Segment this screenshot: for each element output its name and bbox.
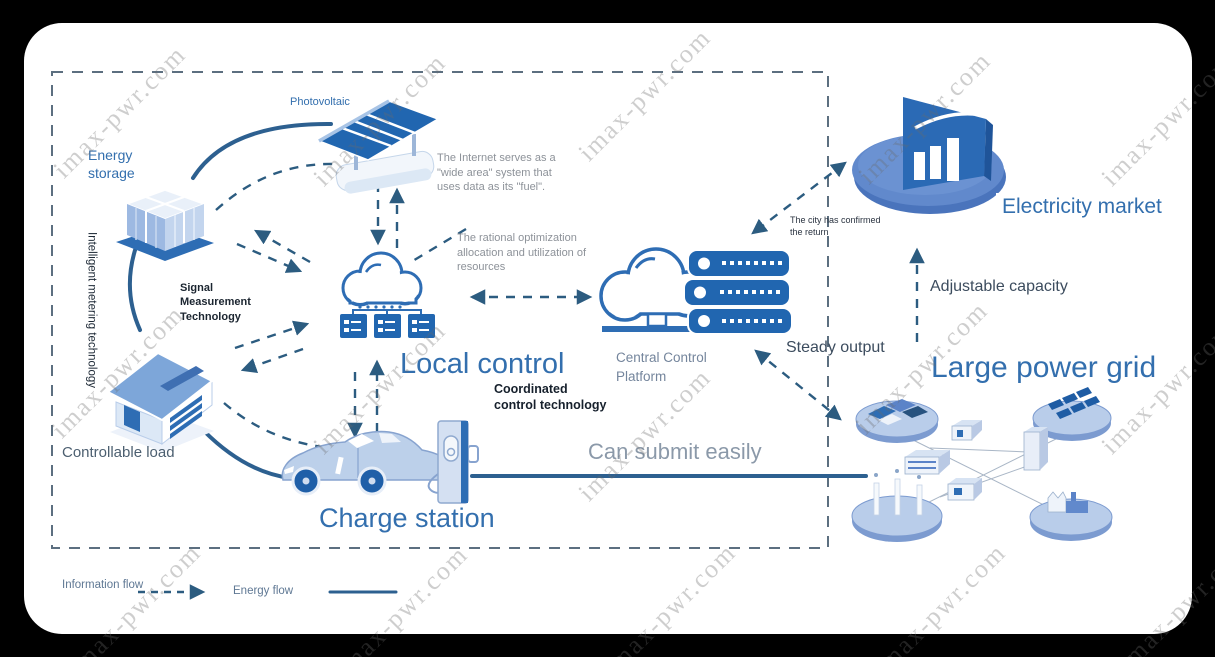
internet-note: The Internet serves as a "wide area" sys… (437, 152, 556, 194)
house-icon (106, 351, 214, 452)
electricity-market-title: Electricity market (996, 193, 1168, 222)
rational-optimization-note: The rational optimization allocation and… (457, 232, 587, 274)
large-power-grid-icon (851, 387, 1113, 542)
coordinated-control-label: Coordinated control technology (494, 382, 607, 412)
legend-energy-flow-label: Energy flow (233, 585, 294, 597)
arrow-note-to-cloud (410, 227, 467, 264)
steady-output-label: Steady output (786, 339, 885, 356)
large-power-grid-title: Large power grid (931, 351, 1157, 384)
energy-storage-icon (116, 189, 214, 261)
charge-station-title: Charge station (319, 503, 495, 533)
information-flow-arrows (138, 161, 925, 600)
photovoltaic-label: Photovoltaic (290, 96, 350, 108)
energy-storage-label: Energy storage (88, 147, 135, 181)
arrow-cloud-to-house (240, 347, 304, 373)
can-submit-label: Can submit easily (588, 439, 762, 464)
signal-measurement-label: Signal Measurement Technology (180, 282, 251, 323)
arrow-cloud-to-storage (253, 229, 311, 264)
intelligent-metering-label: Intelligent metering technology (85, 232, 98, 388)
legend-information-flow-label: Information flow (62, 579, 144, 591)
adjustable-capacity-label: Adjustable capacity (930, 278, 1068, 295)
local-control-cloud-icon (340, 251, 435, 338)
energy-line-storage-to-pv (191, 121, 333, 180)
controllable-load-label: Controllable load (62, 444, 175, 461)
arrow-storage-to-cloud (236, 242, 303, 273)
city-confirmed-note: The city has confirmed the return (790, 215, 881, 237)
charging-pole-icon (427, 420, 479, 504)
local-control-title: Local control (400, 348, 565, 380)
central-platform-label: Central Control Platform (616, 350, 707, 384)
central-platform-icon (599, 247, 793, 335)
energy-flow-lines (127, 121, 868, 594)
energy-line-storage-to-house (127, 245, 142, 332)
arrow-house-to-car-curve (223, 402, 331, 450)
arrow-platform-market (751, 161, 847, 235)
grid-buildings (904, 420, 1048, 501)
car-icon (281, 430, 454, 496)
electricity-market-icon (852, 97, 1006, 214)
microgrid-boundary-box (51, 71, 829, 549)
arrow-platform-grid (754, 349, 842, 421)
energy-line-house-to-car (202, 429, 292, 480)
arrow-house-to-cloud (234, 320, 310, 350)
photovoltaic-icon (317, 99, 440, 194)
